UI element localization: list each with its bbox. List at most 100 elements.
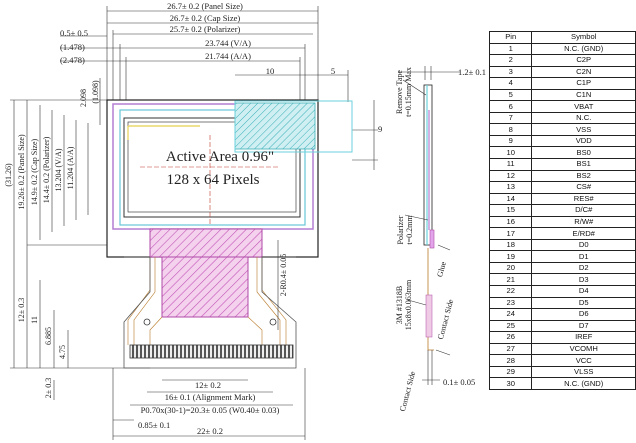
dim-polarizer-width: 25.7± 0.2 (Polarizer) <box>170 24 241 34</box>
pin-symbol: IREF <box>531 331 636 344</box>
pin-number: 15 <box>488 204 533 217</box>
pin-symbol: BS0 <box>531 146 636 159</box>
dim-pin-edge: 0.85± 0.1 <box>138 420 170 430</box>
pin-symbol: E/RD# <box>531 227 636 240</box>
pin-symbol: VBAT <box>531 100 636 113</box>
pin-number: 6 <box>488 100 533 113</box>
pin-number: 26 <box>488 331 533 344</box>
remove-tape-outline <box>234 100 353 153</box>
pin-symbol: D0 <box>531 238 636 252</box>
polarizer-outline <box>119 109 306 226</box>
dim-offset-left: 0.5± 0.5 <box>60 28 88 38</box>
pin-number: 9 <box>488 134 533 148</box>
label-glue: Glue <box>435 260 448 278</box>
pin-number: 24 <box>488 308 533 321</box>
dim-top-offset: 2.098 <box>79 89 88 107</box>
pin-number: 2 <box>488 54 533 67</box>
viewing-area-outline <box>123 117 301 218</box>
alignment-mark-right <box>269 318 277 326</box>
dim-active-area-height: 11.204 (A/A) <box>66 146 75 189</box>
label-3m-tape: 3M #1318B <box>395 286 404 324</box>
pin-number: 13 <box>488 181 533 194</box>
pin-symbol: D/C# <box>531 204 636 217</box>
dim-tape-offset: 5 <box>331 66 335 76</box>
pin-number: 8 <box>488 123 533 136</box>
fpc-contact-pins <box>129 344 294 359</box>
pin-number: 4 <box>488 77 533 90</box>
pin-number: 29 <box>488 365 533 379</box>
active-area-title: Active Area 0.96" <box>166 149 274 165</box>
alignment-mark-left <box>143 318 151 326</box>
pin-number: 12 <box>488 169 533 183</box>
pin-symbol: VDD <box>531 134 636 148</box>
pin-number: 5 <box>488 88 533 102</box>
pin-symbol: C1N <box>531 88 636 102</box>
pin-number: 10 <box>488 146 533 159</box>
pin-table-header: Pin Symbol <box>488 31 636 44</box>
label-polarizer-thickness: t=0.2mm <box>405 215 414 245</box>
dim-total-height: (31.26) <box>4 163 13 187</box>
pin-symbol: VCOMH <box>531 342 636 356</box>
dim-top-offset-2: (1.098) <box>91 80 100 104</box>
pin-symbol: BS2 <box>531 169 636 183</box>
pin-symbol: C2N <box>531 65 636 79</box>
pin-number: 17 <box>488 227 533 240</box>
pin-number: 11 <box>488 157 533 171</box>
pin-number: 21 <box>488 273 533 286</box>
dim-stiffener-width: 12± 0.2 <box>195 380 221 390</box>
pin-symbol: D7 <box>531 319 636 333</box>
dim-active-area-width: 21.744 (A/A) <box>205 51 251 61</box>
active-area-resolution: 128 x 64 Pixels <box>167 172 260 188</box>
pin-number: 3 <box>488 65 533 79</box>
dim-panel-size-width: 26.7± 0.2 (Panel Size) <box>167 1 243 11</box>
pin-symbol: D5 <box>531 296 636 310</box>
dim-fpc-11: 11 <box>30 316 39 324</box>
pin-symbol: D1 <box>531 250 636 263</box>
fpc-stiffener <box>161 256 249 318</box>
label-tape-thickness: t=0.15mm Max <box>404 67 413 117</box>
label-contact-side-top: Contact Side <box>436 298 455 340</box>
pin-number: 16 <box>488 215 533 229</box>
pin-number: 20 <box>488 261 533 275</box>
pin-symbol: N.C. <box>531 111 636 125</box>
dim-fpc-6885: 6.885 <box>44 327 53 345</box>
dim-fpc-2: 2± 0.3 <box>44 378 53 398</box>
dim-pin-radius: 2-R0.4± 0.05 <box>279 254 288 296</box>
pin-symbol: VLSS <box>531 365 636 379</box>
pin-symbol: VCC <box>531 354 636 367</box>
remove-tape <box>234 102 316 150</box>
dim-fpc-475: 4.75 <box>58 345 67 359</box>
pin-symbol: N.C. (GND) <box>531 42 636 56</box>
pin-number: 18 <box>488 238 533 252</box>
fpc-outline <box>123 256 297 369</box>
active-area-outline <box>127 121 297 213</box>
pin-number: 22 <box>488 285 533 298</box>
pin-symbol: C2P <box>531 54 636 67</box>
pin-symbol: D6 <box>531 308 636 321</box>
dim-viewing-area-width: 23.744 (V/A) <box>205 38 251 48</box>
pin-number: 28 <box>488 354 533 367</box>
pin-symbol: RES# <box>531 192 636 206</box>
pin-symbol: D4 <box>531 285 636 298</box>
pin-number: 1 <box>488 42 533 56</box>
left-dimension-lines <box>10 78 150 400</box>
dim-tape-height: 9 <box>378 124 382 134</box>
